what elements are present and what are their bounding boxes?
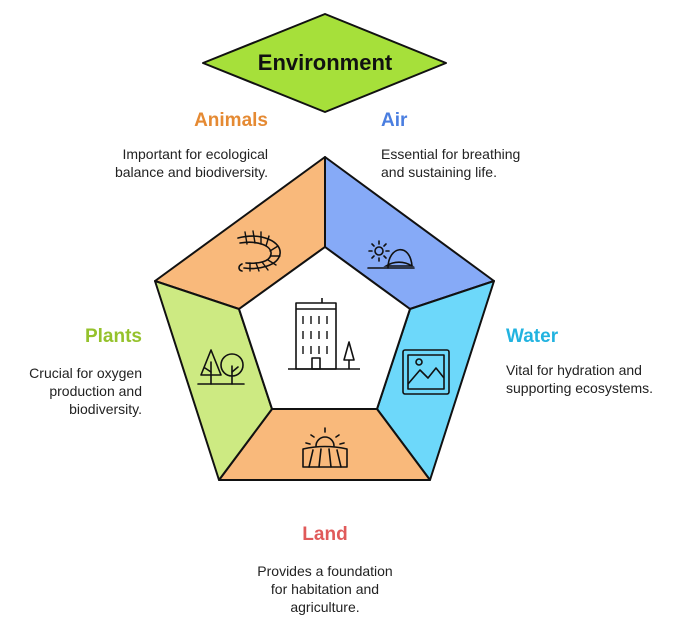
desc-water-line: supporting ecosystems. — [506, 380, 654, 396]
label-water: Water — [506, 326, 559, 347]
sunrise-field-icon — [302, 427, 348, 468]
desc-animals-line: balance and biodiversity. — [114, 164, 268, 180]
desc-land-line: for habitation and — [270, 581, 380, 597]
desc-air-line: Essential for breathing — [381, 146, 521, 162]
label-plants: Plants — [84, 326, 142, 347]
desc-plants-line: biodiversity. — [69, 401, 142, 417]
desc-plants: Crucial for oxygen production and biodiv… — [10, 364, 142, 418]
building-icon — [288, 298, 360, 370]
desc-land-line: agriculture. — [290, 599, 360, 615]
label-animals: Animals — [194, 110, 268, 131]
desc-land-line: Provides a foundation — [257, 563, 393, 579]
trees-icon — [197, 349, 245, 385]
desc-plants-line: Crucial for oxygen — [29, 365, 142, 381]
desc-air: Essential for breathing and sustaining l… — [381, 145, 581, 181]
desc-air-line: and sustaining life. — [381, 164, 497, 180]
sun-dome-icon — [367, 240, 415, 269]
desc-animals-line: Important for ecological — [122, 146, 268, 162]
landscape-picture-icon — [402, 349, 450, 395]
desc-plants-line: production and — [49, 383, 142, 399]
label-land: Land — [302, 524, 348, 545]
centipede-icon — [237, 230, 281, 272]
title-diamond — [202, 13, 447, 113]
desc-water: Vital for hydration and supporting ecosy… — [506, 361, 682, 397]
desc-animals: Important for ecological balance and bio… — [60, 145, 268, 181]
label-air: Air — [381, 110, 408, 131]
desc-water-line: Vital for hydration and — [506, 362, 642, 378]
page-title: Environment — [257, 50, 393, 75]
desc-land: Provides a foundation for habitation and… — [220, 562, 430, 616]
